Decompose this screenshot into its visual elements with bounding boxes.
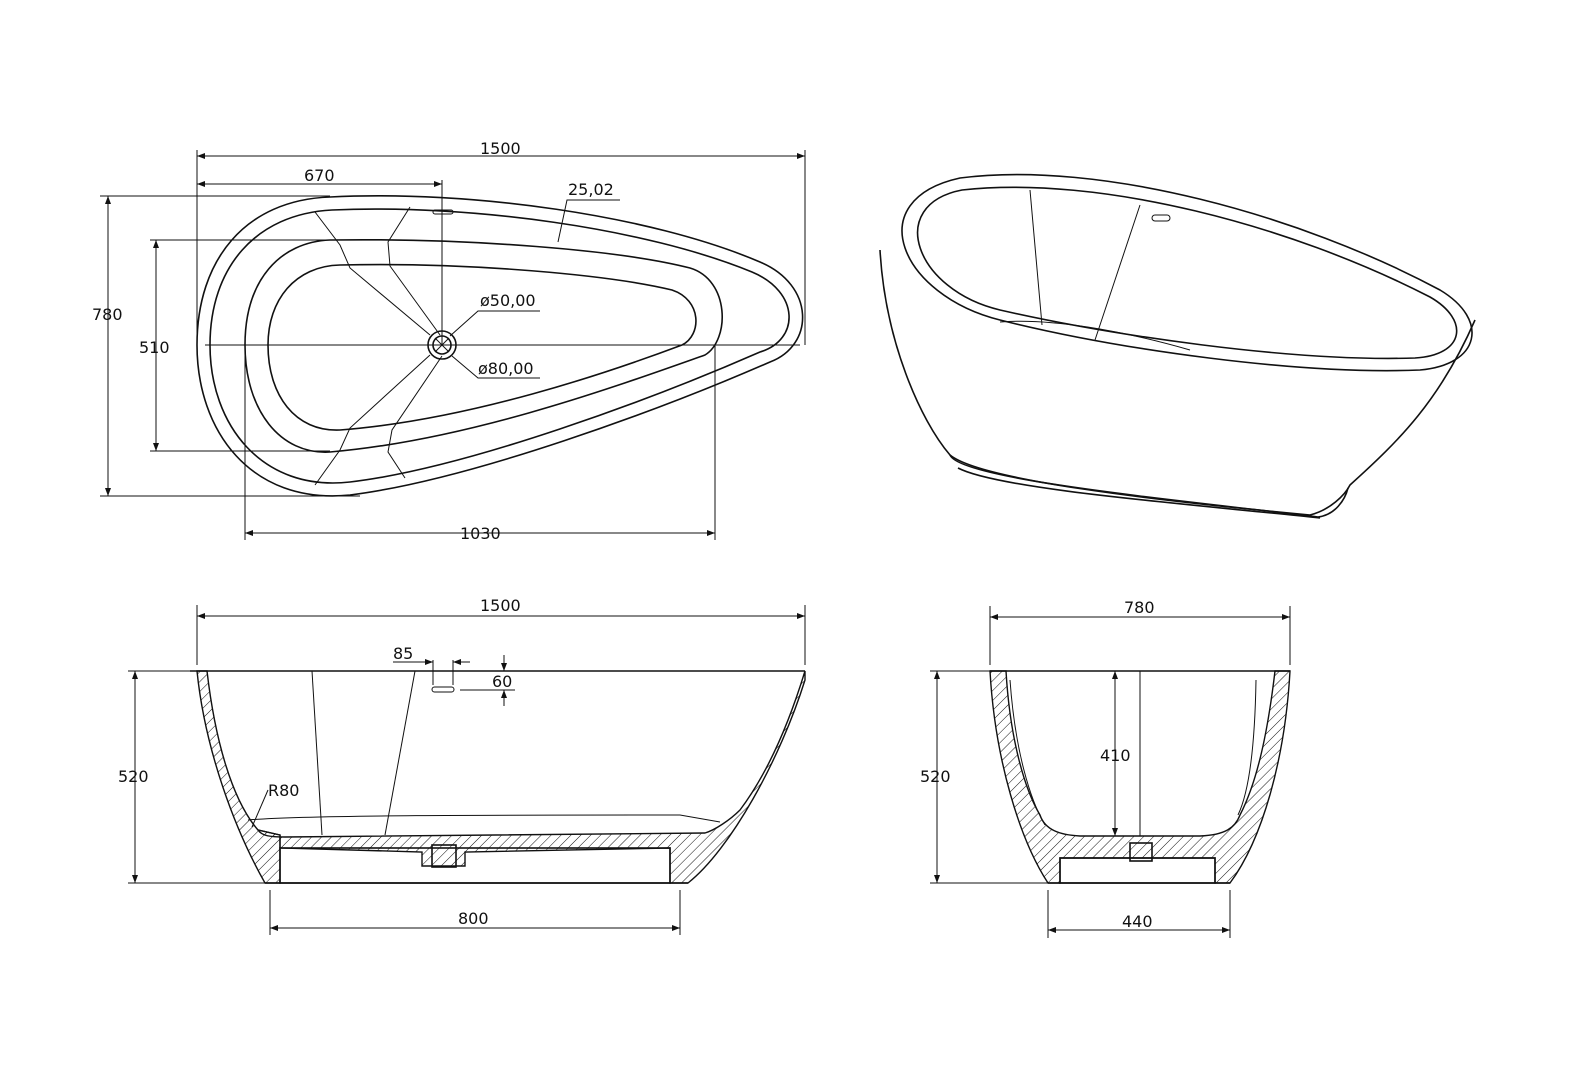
dim-end-width: 780 <box>1124 598 1155 617</box>
dim-overall-length: 1500 <box>480 139 521 158</box>
dim-overflow-height: 60 <box>492 672 512 691</box>
dim-base-width: 440 <box>1122 912 1153 931</box>
dim-inner-length: 1030 <box>460 524 501 543</box>
overflow-slot <box>431 686 455 693</box>
dim-overflow-width: 85 <box>393 644 413 663</box>
inner-rim <box>209 208 790 484</box>
perspective-view <box>879 173 1476 519</box>
basin-outline <box>244 239 723 453</box>
dim-drain-offset: 670 <box>304 166 335 185</box>
dim-drain-inner-dia: ø50,00 <box>480 291 536 310</box>
dim-end-height: 520 <box>920 767 951 786</box>
end-view: 780 520 410 440 <box>920 598 1291 938</box>
dim-overall-width: 780 <box>92 305 123 324</box>
dim-rim-width: 25,02 <box>568 180 614 199</box>
dim-side-length: 1500 <box>480 596 521 615</box>
basin-facet-lines <box>314 206 443 486</box>
overflow-slot <box>432 209 454 215</box>
dim-inner-width: 510 <box>139 338 170 357</box>
side-wall-section <box>196 670 281 884</box>
dim-side-height: 520 <box>118 767 149 786</box>
dim-depth: 410 <box>1100 746 1131 765</box>
top-view: 1500 670 25,02 780 510 ø50,00 ø80,00 103… <box>92 139 806 543</box>
dim-drain-outer-dia: ø80,00 <box>478 359 534 378</box>
dim-radius: R80 <box>268 781 299 800</box>
dim-base-length: 800 <box>458 909 489 928</box>
basin-floor <box>267 263 697 431</box>
side-view: 1500 85 60 520 R80 800 <box>118 596 806 935</box>
